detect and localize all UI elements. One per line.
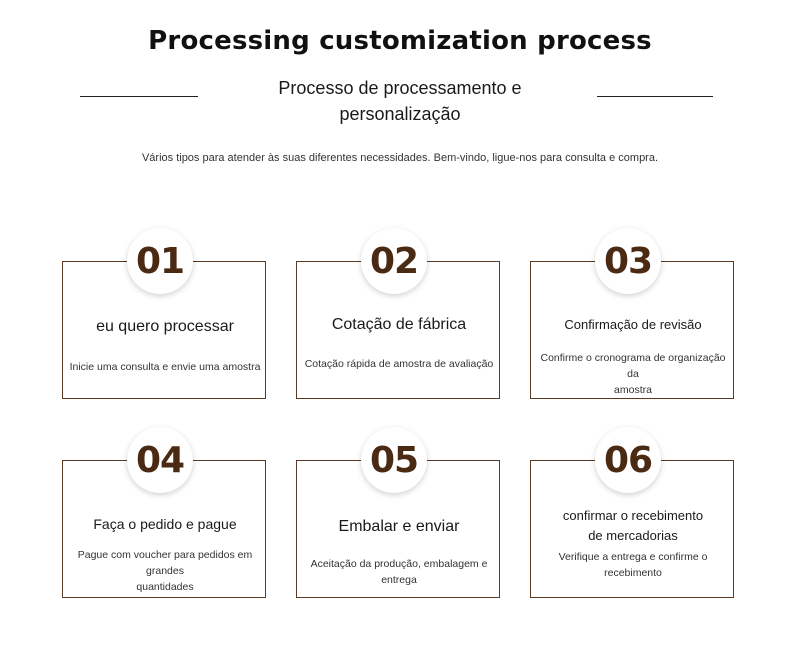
step-number-badge-06: 06 bbox=[595, 427, 661, 493]
step-description-line-1: Pague com voucher para pedidos em grande… bbox=[77, 549, 253, 577]
step-description-line-1: Verifique a entrega e confirme o bbox=[558, 551, 708, 563]
subtitle-line-2: personalização bbox=[339, 104, 461, 124]
page-title: Processing customization process bbox=[148, 26, 652, 56]
step-title: confirmar o recebimento de mercadorias bbox=[539, 506, 727, 546]
step-description: Verifique a entrega e confirme o recebim… bbox=[537, 549, 729, 581]
step-description-line-1: Confirme o cronograma de organização da bbox=[540, 352, 726, 380]
step-description: Aceitação da produção, embalagem e entre… bbox=[310, 558, 488, 586]
title-divider-right bbox=[597, 96, 713, 97]
step-number-badge-02: 02 bbox=[361, 228, 427, 294]
subtitle-line-1: Processo de processamento e bbox=[278, 78, 522, 98]
step-title: eu quero processar bbox=[96, 318, 234, 335]
step-title: Embalar e enviar bbox=[338, 518, 460, 535]
title-divider-left bbox=[80, 96, 198, 97]
step-description: Pague com voucher para pedidos em grande… bbox=[69, 547, 261, 595]
step-number-badge-05: 05 bbox=[361, 427, 427, 493]
step-description-line-2: amostra bbox=[614, 384, 652, 396]
step-description: Inicie uma consulta e envie uma amostra bbox=[69, 361, 261, 373]
step-number-badge-01: 01 bbox=[127, 228, 193, 294]
page-subtitle: Processo de processamento e personalizaç… bbox=[250, 75, 550, 127]
step-description: Confirme o cronograma de organização da … bbox=[537, 350, 729, 398]
step-title: Confirmação de revisão bbox=[564, 317, 702, 332]
step-description-line-2: recebimento bbox=[604, 567, 662, 579]
step-number-badge-04: 04 bbox=[127, 427, 193, 493]
step-description-line-2: quantidades bbox=[136, 581, 194, 593]
step-number-badge-03: 03 bbox=[595, 228, 661, 294]
step-title: Cotação de fábrica bbox=[331, 316, 467, 333]
step-title: Faça o pedido e pague bbox=[93, 516, 237, 532]
step-description: Cotação rápida de amostra de avaliação bbox=[304, 358, 494, 370]
step-title-line-2: de mercadorias bbox=[588, 528, 678, 543]
step-title-line-1: confirmar o recebimento bbox=[562, 508, 704, 523]
intro-text: Vários tipos para atender às suas difere… bbox=[141, 152, 659, 164]
